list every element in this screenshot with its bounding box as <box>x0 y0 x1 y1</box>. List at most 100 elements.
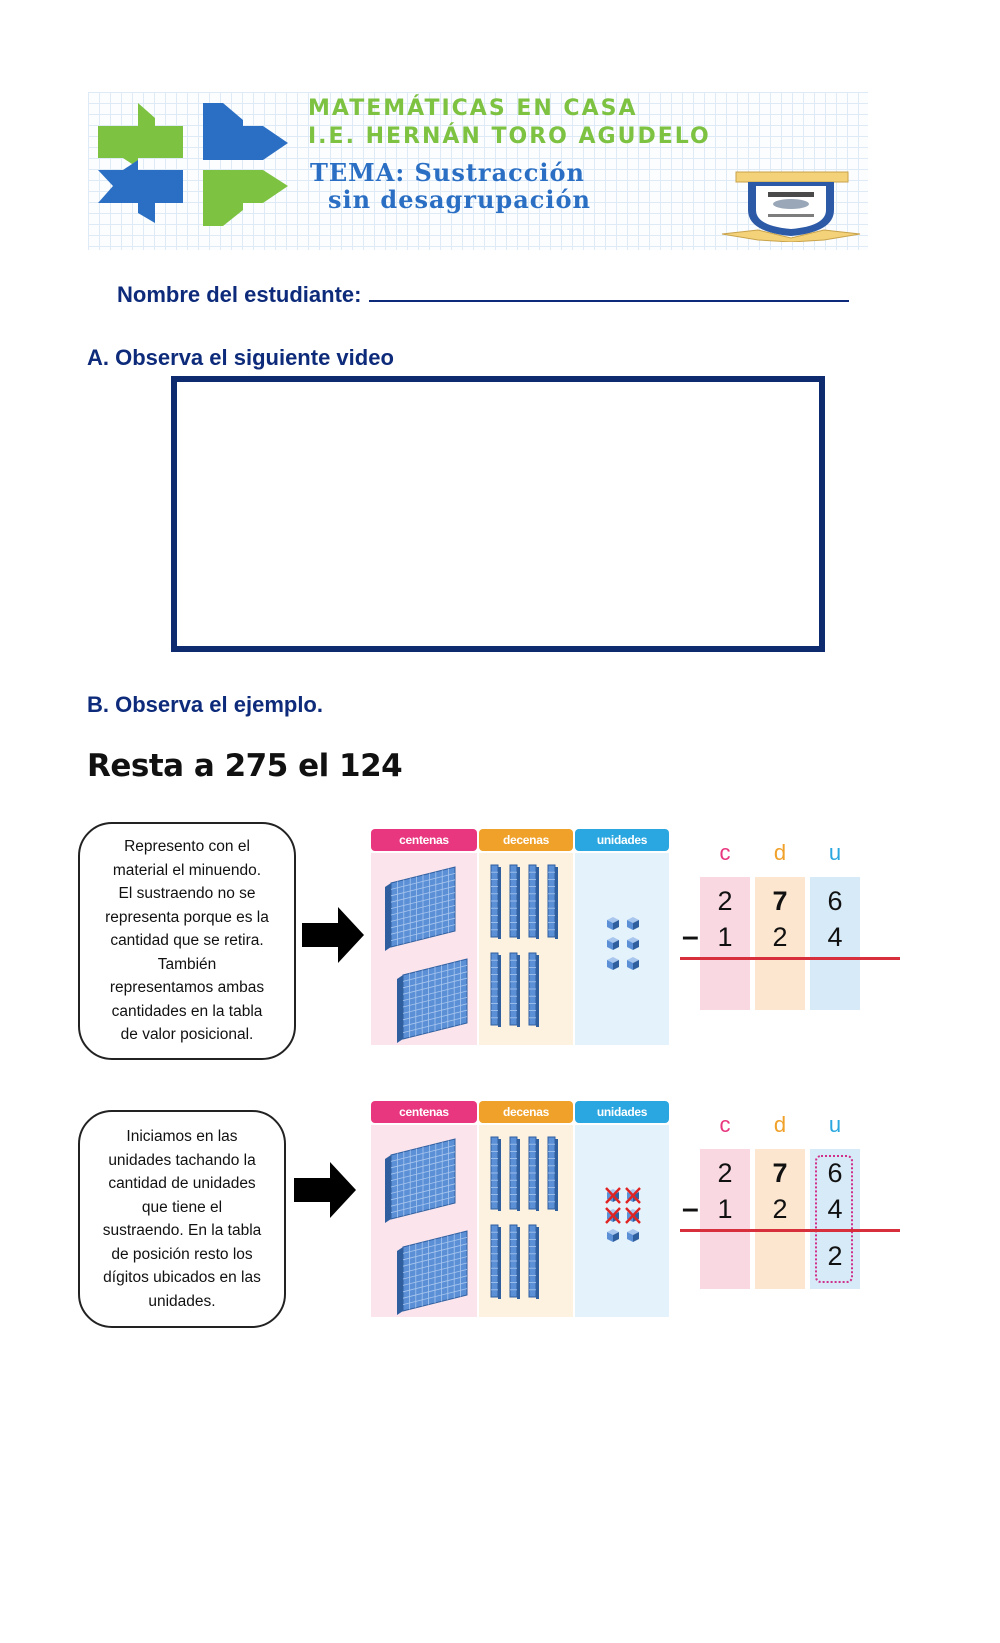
unidades-column <box>575 853 669 1045</box>
ten-rod <box>528 1136 539 1211</box>
text-line: representa porque es la <box>105 908 269 926</box>
task-title: Resta a 275 el 124 <box>87 748 403 784</box>
c-column-bg <box>700 1149 750 1289</box>
text-line: sustraendo. En la tabla <box>102 1222 262 1239</box>
text-line: Represento con el <box>124 838 250 856</box>
section-a-heading: A. Observa el siguiente video <box>87 345 394 370</box>
text-line: También <box>157 955 217 973</box>
text-line: cantidad que se retira. <box>110 932 264 950</box>
place-header-u: u <box>828 1112 842 1137</box>
unit-cubes-icon <box>607 917 639 970</box>
place-header-c: c <box>719 840 731 865</box>
subtrahend-hundreds: 1 <box>717 922 733 952</box>
cross-mark-icon <box>625 1187 641 1204</box>
hundred-flat <box>397 1230 468 1315</box>
ten-rod <box>528 952 539 1027</box>
banner-title-line1: MATEMÁTICAS EN CASA <box>308 96 638 121</box>
column-header-centenas: centenas <box>371 1101 477 1123</box>
subtrahend-hundreds: 1 <box>717 1194 733 1224</box>
unit-cube <box>627 917 639 930</box>
subtraction-line <box>680 1229 900 1232</box>
minuend-hundreds: 2 <box>717 1158 733 1188</box>
banner-topic-line2: sin desagrupación <box>328 185 591 214</box>
d-column-bg <box>755 877 805 1010</box>
unit-cube <box>627 1229 639 1242</box>
text-line: material el minuendo. <box>112 861 262 879</box>
student-name-field: Nombre del estudiante: <box>117 282 850 308</box>
school-seal-icon <box>721 171 861 242</box>
text-line: dígitos ubicados en las <box>103 1269 261 1286</box>
subtrahend-units: 4 <box>827 1194 843 1224</box>
decenas-column <box>479 1125 573 1317</box>
text-line: cantidades en la tabla <box>111 1002 263 1020</box>
text-line: cantidad de unidades <box>108 1175 256 1192</box>
subtrahend-units: 4 <box>827 922 843 952</box>
right-arrow-icon <box>294 1162 356 1218</box>
minuend-units: 6 <box>827 1158 843 1188</box>
ten-rod <box>490 1136 501 1211</box>
ten-rod <box>509 1224 520 1299</box>
unit-cube <box>607 1229 619 1242</box>
place-value-panel-2: centenas decenas unidades <box>371 1101 669 1317</box>
column-header-unidades: unidades <box>575 829 669 851</box>
text-line: que tiene el <box>141 1198 223 1216</box>
header-banner: MATEMÁTICAS EN CASA I.E. HERNÁN TORO AGU… <box>88 92 868 250</box>
student-name-label: Nombre del estudiante: <box>117 282 362 307</box>
place-header-u: u <box>828 840 842 865</box>
hundred-flat <box>385 866 456 951</box>
hundred-flat <box>397 958 468 1043</box>
cross-mark-icon <box>605 1187 621 1204</box>
ten-rod <box>490 952 501 1027</box>
hundreds-blocks-icon <box>385 866 468 1043</box>
banner-title-line2: I.E. HERNÁN TORO AGUDELO <box>308 124 711 149</box>
hundred-flat <box>385 1138 456 1223</box>
result-units: 2 <box>827 1241 843 1271</box>
c-column-bg <box>700 877 750 1010</box>
video-placeholder[interactable] <box>171 376 825 652</box>
column-header-unidades: unidades <box>575 1101 669 1123</box>
explanation-bubble-1: Represento con el material el minuendo. … <box>78 822 296 1060</box>
cross-mark-icon <box>625 1207 641 1224</box>
unit-cube <box>627 937 639 950</box>
u-column-bg <box>810 877 860 1010</box>
minus-sign: – <box>682 920 699 953</box>
units-highlight <box>815 1155 853 1283</box>
text-line: unidades. <box>148 1292 216 1310</box>
unit-cube <box>607 937 619 950</box>
ten-rod <box>528 1224 539 1299</box>
column-header-decenas: decenas <box>479 829 573 851</box>
subtraction-grid-1: c d u 2 7 6 – 1 2 4 <box>680 840 910 1030</box>
ten-rod <box>490 864 501 939</box>
hundreds-blocks-icon <box>385 1138 468 1315</box>
ten-rod <box>547 1136 558 1211</box>
place-header-d: d <box>773 840 787 865</box>
text-line: Iniciamos en las <box>126 1128 238 1145</box>
tens-rods-icon <box>490 1136 558 1299</box>
text-line: de valor posicional. <box>120 1026 254 1044</box>
text-line: El sustraendo no se <box>118 885 256 903</box>
ten-rod <box>547 864 558 939</box>
place-header-c: c <box>719 1112 731 1137</box>
column-header-decenas: decenas <box>479 1101 573 1123</box>
minuend-hundreds: 2 <box>717 886 733 916</box>
d-column-bg <box>755 1149 805 1289</box>
explanation-text: Iniciamos en las unidades tachando la ca… <box>103 1125 262 1313</box>
centenas-column <box>371 853 477 1045</box>
explanation-text: Represento con el material el minuendo. … <box>105 835 269 1047</box>
subtrahend-tens: 2 <box>772 1194 788 1224</box>
minus-sign: – <box>682 1192 699 1225</box>
column-header-centenas: centenas <box>371 829 477 851</box>
unit-cubes-icon <box>605 1187 641 1242</box>
minuend-tens: 7 <box>772 1158 788 1188</box>
subtraction-line <box>680 957 900 960</box>
decenas-column <box>479 853 573 1045</box>
tens-rods-icon <box>490 864 558 1027</box>
ten-rod <box>528 864 539 939</box>
unit-cube <box>607 917 619 930</box>
unit-cube <box>607 957 619 970</box>
text-line: unidades tachando la <box>108 1151 256 1169</box>
ten-rod <box>490 1224 501 1299</box>
place-value-panel-1: centenas decenas unidades <box>371 829 669 1045</box>
unidades-column <box>575 1125 669 1317</box>
minuend-units: 6 <box>827 886 843 916</box>
